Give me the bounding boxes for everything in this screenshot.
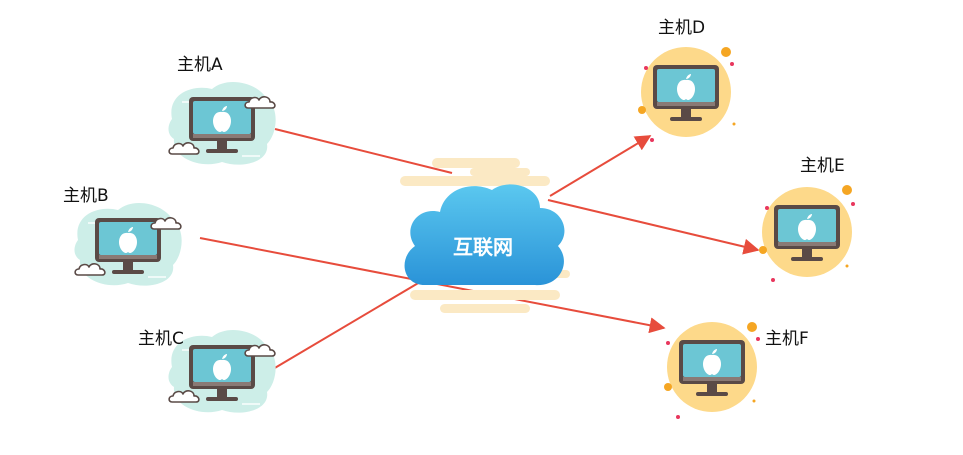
host-c-label: 主机C xyxy=(138,329,184,349)
host-d xyxy=(638,47,736,142)
link-cloud-hostE xyxy=(547,199,760,255)
host-b xyxy=(74,202,182,286)
cloud-label: 互联网 xyxy=(453,235,513,259)
host-c xyxy=(168,329,276,413)
host-a-label: 主机A xyxy=(177,55,223,75)
host-f-label: 主机F xyxy=(765,329,809,349)
cloud-shape xyxy=(404,184,565,286)
host-e xyxy=(759,185,855,282)
host-f xyxy=(664,322,760,419)
host-a xyxy=(168,81,276,165)
link-hostC-cloud xyxy=(267,281,421,373)
host-d-label: 主机D xyxy=(658,18,706,38)
link-cloud-hostD xyxy=(549,135,652,197)
host-e-label: 主机E xyxy=(800,156,845,176)
host-b-label: 主机B xyxy=(63,186,109,206)
link-hostA-cloud xyxy=(274,128,453,174)
internet-cloud: 互联网 xyxy=(400,158,570,313)
